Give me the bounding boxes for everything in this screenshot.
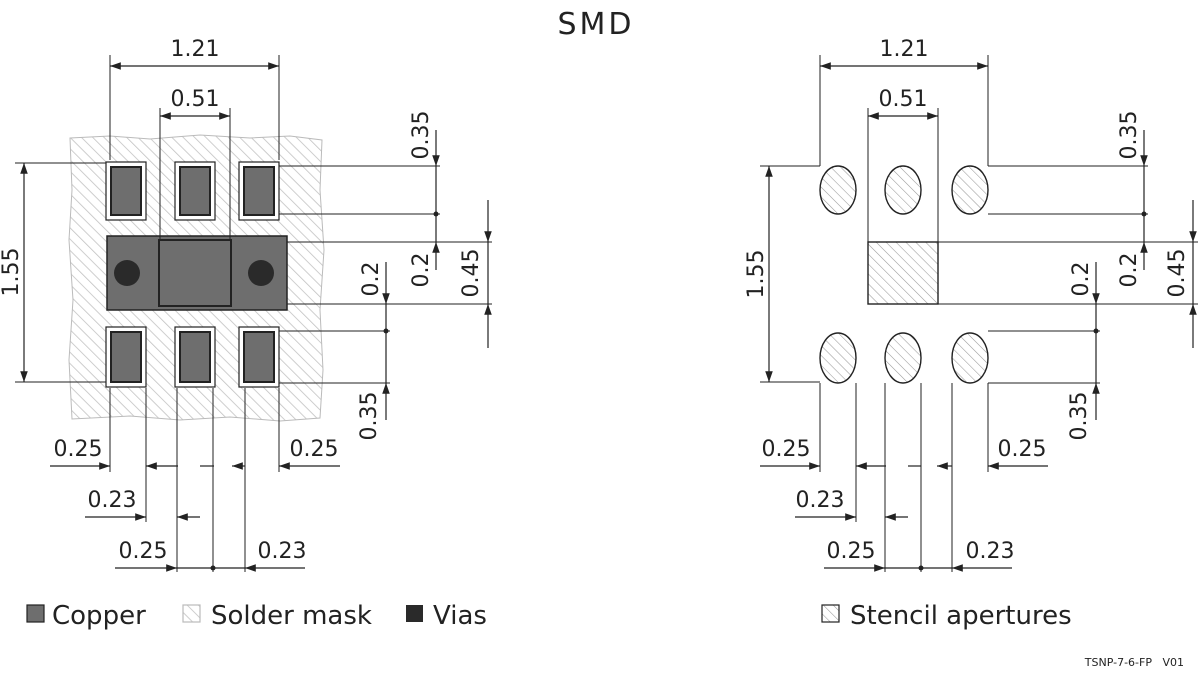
dim-label: 0.51 [171, 87, 220, 112]
legend-copper: Copper [52, 601, 146, 631]
copper-center-pad [158, 239, 232, 307]
diagram-title: SMD [557, 7, 634, 42]
dim-label: 0.23 [966, 539, 1015, 564]
legend: Copper Solder mask Vias Stencil aperture… [26, 601, 1072, 631]
right-dimensions: 1.21 0.51 1.55 0.35 0.2 0.45 [744, 37, 1198, 572]
dim-label: 0.23 [796, 488, 845, 513]
dim-label: 0.23 [88, 488, 137, 513]
dim-label: 1.21 [171, 37, 220, 62]
stencil-swatch [821, 604, 840, 623]
dim-label: 0.25 [119, 539, 168, 564]
dim-label: 0.2 [1117, 253, 1142, 288]
dim-label: 0.35 [1067, 392, 1092, 441]
dim-label: 0.25 [998, 437, 1047, 462]
dim-label: 0.25 [290, 437, 339, 462]
drawing-reference: TSNP-7-6-FP V01 [1084, 656, 1184, 669]
stencil-aperture [819, 165, 857, 215]
dim-label: 0.35 [1117, 111, 1142, 160]
dim-label: 1.55 [744, 250, 769, 299]
copper-swatch [26, 604, 45, 623]
vias-swatch [406, 605, 423, 622]
left-dimensions: 1.21 0.51 1.55 0.35 0.2 0.45 [0, 37, 492, 572]
dim-label: 0.23 [258, 539, 307, 564]
dim-label: 0.2 [409, 253, 434, 288]
dim-label: 0.25 [827, 539, 876, 564]
dim-label: 1.21 [880, 37, 929, 62]
via [248, 260, 274, 286]
stencil-center-aperture [867, 241, 939, 305]
stencil-aperture [884, 165, 922, 215]
stencil-aperture [884, 332, 922, 384]
copper-pad [243, 166, 275, 216]
dim-label: 0.25 [54, 437, 103, 462]
copper-pad [110, 331, 142, 383]
dim-label: 0.51 [879, 87, 928, 112]
dim-label: 0.45 [1165, 249, 1190, 298]
stencil-aperture [951, 332, 989, 384]
copper-footprint [68, 134, 325, 422]
legend-vias: Vias [433, 601, 487, 631]
stencil-footprint [819, 165, 989, 384]
stencil-aperture [951, 165, 989, 215]
copper-pad [110, 166, 142, 216]
legend-solder-mask: Solder mask [211, 601, 372, 631]
stencil-aperture [819, 332, 857, 384]
legend-stencil: Stencil apertures [850, 601, 1072, 631]
dim-label: 0.35 [409, 111, 434, 160]
dim-label: 0.25 [762, 437, 811, 462]
dim-label: 0.35 [357, 392, 382, 441]
copper-pad [243, 331, 275, 383]
copper-pad [179, 166, 211, 216]
dim-label: 0.45 [459, 249, 484, 298]
dim-label: 0.2 [1069, 262, 1094, 297]
dim-label: 0.2 [359, 262, 384, 297]
copper-pad [179, 331, 211, 383]
solder-mask-swatch [182, 604, 201, 623]
via [114, 260, 140, 286]
dim-label: 1.55 [0, 248, 24, 297]
